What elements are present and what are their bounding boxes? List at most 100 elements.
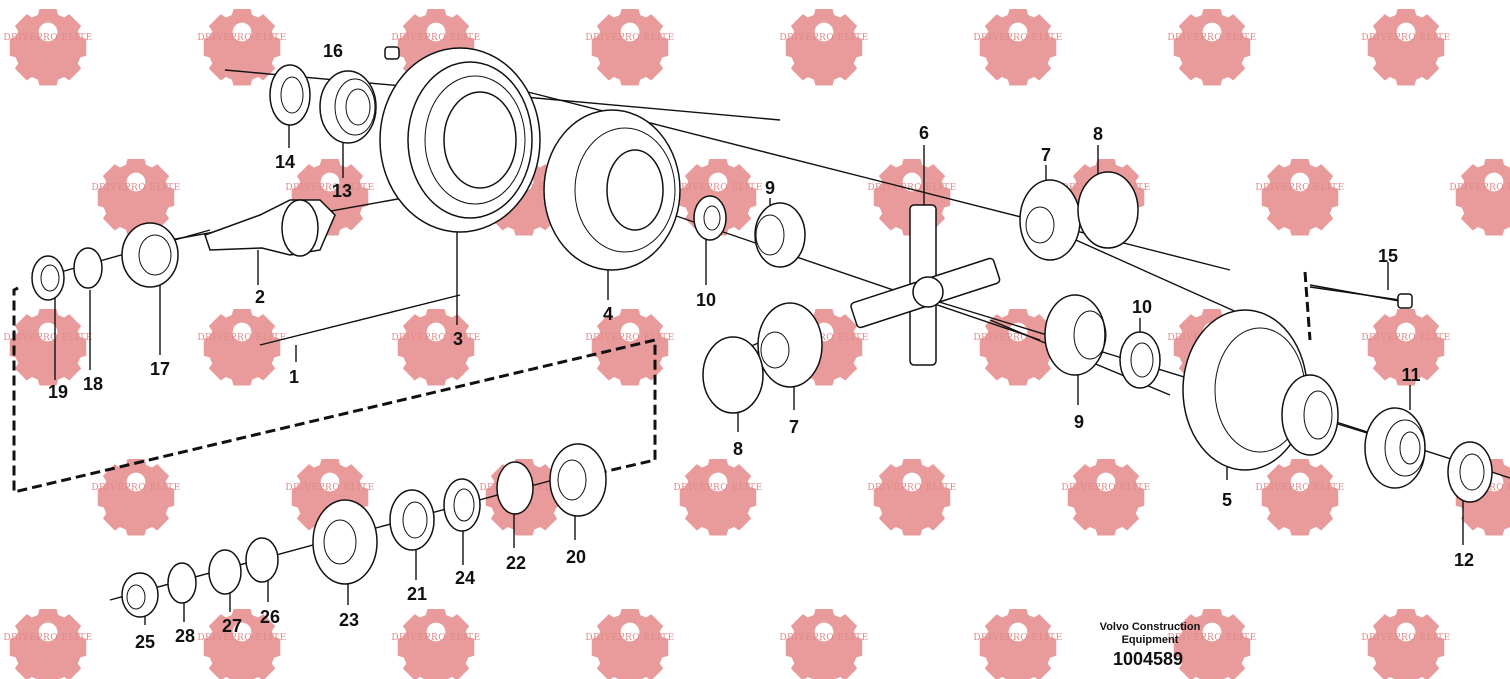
watermark-mark: DRIVEPRO ELITE — [285, 159, 374, 236]
watermark-mark: DRIVEPRO ELITE — [973, 609, 1062, 679]
watermark-mark: DRIVEPRO ELITE — [1255, 159, 1344, 236]
label-17: 17 — [150, 359, 170, 379]
label-24: 24 — [455, 568, 475, 588]
watermark-mark: DRIVEPRO ELITE — [1061, 459, 1150, 536]
watermark-text: DRIVEPRO ELITE — [585, 633, 674, 643]
watermark-text: DRIVEPRO ELITE — [867, 183, 956, 193]
watermark-text: DRIVEPRO ELITE — [1167, 633, 1256, 643]
watermark-mark: DRIVEPRO ELITE — [779, 9, 868, 86]
label-2: 2 — [255, 287, 265, 307]
watermark-mark: DRIVEPRO ELITE — [197, 9, 286, 86]
label-13: 13 — [332, 181, 352, 201]
watermark-text: DRIVEPRO ELITE — [3, 333, 92, 343]
watermark-text: DRIVEPRO ELITE — [1061, 483, 1150, 493]
label-12: 12 — [1454, 550, 1474, 570]
watermark-text: DRIVEPRO ELITE — [779, 33, 868, 43]
watermark-mark: DRIVEPRO ELITE — [1361, 9, 1450, 86]
watermark-text: DRIVEPRO ELITE — [1361, 33, 1450, 43]
watermark-text: DRIVEPRO ELITE — [585, 333, 674, 343]
watermark-text: DRIVEPRO ELITE — [973, 33, 1062, 43]
label-21: 21 — [407, 584, 427, 604]
watermark-text: DRIVEPRO ELITE — [867, 483, 956, 493]
label-22: 22 — [506, 553, 526, 573]
watermark-text: DRIVEPRO ELITE — [91, 183, 180, 193]
watermark-mark: DRIVEPRO ELITE — [673, 459, 762, 536]
watermark-mark: DRIVEPRO ELITE — [391, 609, 480, 679]
watermark-text: DRIVEPRO ELITE — [3, 633, 92, 643]
label-11: 11 — [1401, 365, 1420, 385]
label-15: 15 — [1378, 246, 1398, 266]
label-8-top: 8 — [1093, 124, 1103, 144]
label-18: 18 — [83, 374, 103, 394]
watermark-text: DRIVEPRO ELITE — [973, 333, 1062, 343]
watermark-mark: DRIVEPRO ELITE — [1167, 9, 1256, 86]
watermark-mark: DRIVEPRO ELITE — [285, 459, 374, 536]
watermark-mark: DRIVEPRO ELITE — [1449, 159, 1510, 236]
watermark-text: DRIVEPRO ELITE — [1255, 483, 1344, 493]
label-14: 14 — [275, 152, 295, 172]
label-8-bottom: 8 — [733, 439, 743, 459]
watermark-mark: DRIVEPRO ELITE — [779, 309, 868, 386]
watermark-text: DRIVEPRO ELITE — [673, 483, 762, 493]
watermark-text: DRIVEPRO ELITE — [673, 183, 762, 193]
caption-line-1: Volvo Construction — [1100, 621, 1201, 633]
watermark-text: DRIVEPRO ELITE — [197, 33, 286, 43]
label-16: 16 — [323, 41, 343, 61]
watermark-mark: DRIVEPRO ELITE — [867, 159, 956, 236]
watermark-mark: DRIVEPRO ELITE — [3, 309, 92, 386]
watermark-mark: DRIVEPRO ELITE — [1361, 609, 1450, 679]
watermark-mark: DRIVEPRO ELITE — [973, 309, 1062, 386]
watermark-text: DRIVEPRO ELITE — [585, 33, 674, 43]
watermark-mark: DRIVEPRO ELITE — [391, 309, 480, 386]
watermark-mark: DRIVEPRO ELITE — [1361, 309, 1450, 386]
label-9-bottom: 9 — [1074, 412, 1084, 432]
watermark-text: DRIVEPRO ELITE — [391, 33, 480, 43]
label-9-top: 9 — [765, 178, 775, 198]
watermark-text: DRIVEPRO ELITE — [779, 633, 868, 643]
watermark-text: DRIVEPRO ELITE — [1167, 33, 1256, 43]
watermark-mark: DRIVEPRO ELITE — [391, 9, 480, 86]
watermark-text: DRIVEPRO ELITE — [3, 33, 92, 43]
watermark-mark: DRIVEPRO ELITE — [3, 9, 92, 86]
label-4: 4 — [603, 304, 613, 324]
label-23: 23 — [339, 610, 359, 630]
label-5: 5 — [1222, 490, 1232, 510]
label-26: 26 — [260, 607, 280, 627]
watermark-text: DRIVEPRO ELITE — [285, 483, 374, 493]
watermark-mark: DRIVEPRO ELITE — [779, 609, 868, 679]
watermark-mark: DRIVEPRO ELITE — [3, 609, 92, 679]
label-27: 27 — [222, 616, 242, 636]
label-1: 1 — [289, 367, 299, 387]
caption-line-2: Equipment — [1122, 634, 1179, 646]
watermark-text: DRIVEPRO ELITE — [285, 183, 374, 193]
watermark-text: DRIVEPRO ELITE — [1361, 333, 1450, 343]
watermark-text: DRIVEPRO ELITE — [197, 633, 286, 643]
dashed-enclosure — [12, 271, 1312, 494]
watermark-text: DRIVEPRO ELITE — [779, 333, 868, 343]
label-28: 28 — [175, 626, 195, 646]
document-number: 1004589 — [1113, 649, 1183, 669]
watermark-mark: DRIVEPRO ELITE — [585, 309, 674, 386]
label-3: 3 — [453, 329, 463, 349]
watermark-mark: DRIVEPRO ELITE — [585, 609, 674, 679]
watermark-mark: DRIVEPRO ELITE — [973, 9, 1062, 86]
label-19: 19 — [48, 382, 68, 402]
publisher-caption: Volvo Construction Equipment 1004589 — [1100, 621, 1201, 669]
label-10-bottom: 10 — [1132, 297, 1152, 317]
part-labels: 16 14 13 2 3 1 4 19 18 17 6 7 8 9 10 15 … — [48, 41, 1474, 652]
watermark-text: DRIVEPRO ELITE — [973, 633, 1062, 643]
watermark-mark: DRIVEPRO ELITE — [585, 9, 674, 86]
watermark-mark: DRIVEPRO ELITE — [1255, 459, 1344, 536]
watermark-text: DRIVEPRO ELITE — [197, 333, 286, 343]
watermark-mark: DRIVEPRO ELITE — [673, 159, 762, 236]
watermark-mark: DRIVEPRO ELITE — [197, 309, 286, 386]
watermark-text: DRIVEPRO ELITE — [391, 333, 480, 343]
watermark-text: DRIVEPRO ELITE — [391, 633, 480, 643]
watermark-mark: DRIVEPRO ELITE — [1167, 609, 1256, 679]
watermark-text: DRIVEPRO ELITE — [91, 483, 180, 493]
watermark-mark: DRIVEPRO ELITE — [91, 159, 180, 236]
watermark-text: DRIVEPRO ELITE — [1255, 183, 1344, 193]
label-7-top: 7 — [1041, 145, 1051, 165]
parts — [31, 46, 1493, 618]
label-6: 6 — [919, 123, 929, 143]
